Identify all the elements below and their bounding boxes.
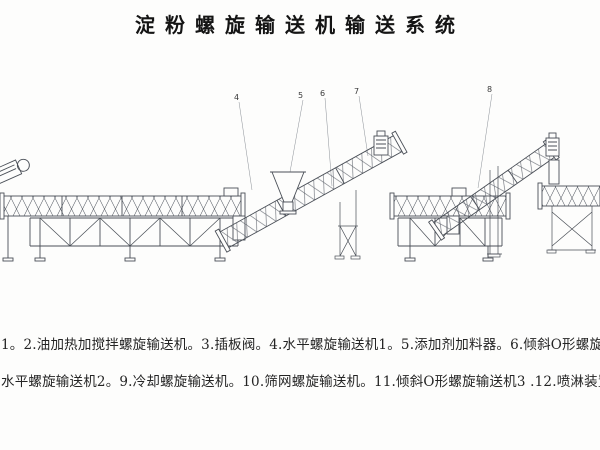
inclined-conveyor-1: [214, 130, 408, 253]
parts-list-line-2: 水平螺旋输送机2。9.冷却螺旋输送机。10.筛网螺旋输送机。11.倾斜O形螺旋输…: [1, 374, 600, 390]
left-horizontal-conveyor: [0, 187, 246, 262]
callout-7-label: 7: [354, 87, 359, 96]
callout-6-label: 6: [320, 89, 325, 98]
callout-leader-lines: [238, 93, 493, 191]
inclined-2-motor: [545, 132, 560, 157]
far-right-support-frame: [546, 206, 596, 254]
incline-support-frame: [334, 190, 361, 260]
inclined-1-motor: [373, 130, 389, 156]
parts-list-line-1: 1。2.油加热加搅拌螺旋输送机。3.插板阀。4.水平螺旋输送机1。5.添加剂加料…: [1, 337, 600, 353]
callout-5-label: 5: [298, 91, 303, 100]
support-mast: [487, 166, 502, 258]
transfer-chute-3: [548, 159, 560, 185]
left-drive-motor: [0, 158, 30, 185]
far-right-conveyor: [537, 182, 600, 210]
parts-list: 1。2.油加热加搅拌螺旋输送机。3.插板阀。4.水平螺旋输送机1。5.添加剂加料…: [1, 327, 600, 401]
callout-4-label: 4: [234, 93, 239, 102]
drawing-title: 淀粉螺旋输送机输送系统: [135, 13, 465, 37]
feed-hopper: [270, 171, 306, 215]
callout-8-label: 8: [487, 85, 492, 94]
left-truss-support: [29, 217, 239, 262]
